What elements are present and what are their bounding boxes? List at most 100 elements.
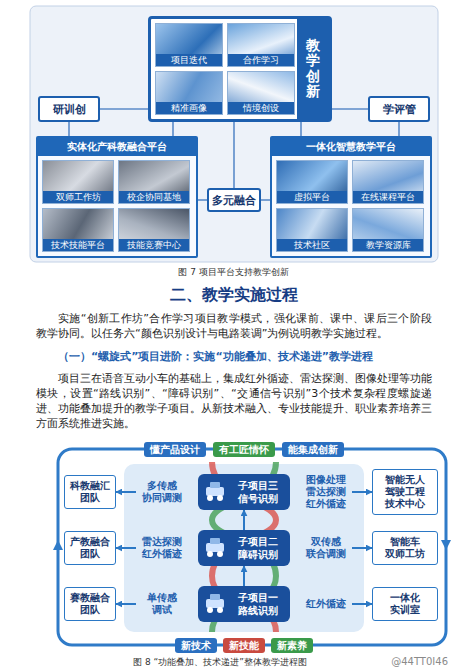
node-text: 图像处理 雷达探测 红外循迹 bbox=[302, 474, 350, 510]
node-text: 教学资源库 bbox=[353, 239, 423, 251]
connector bbox=[261, 199, 270, 201]
photo-panel: 校企协同基地 bbox=[118, 160, 190, 204]
feature-box: 双传感 联合调测 bbox=[300, 534, 352, 562]
node-text: 新技术 bbox=[181, 639, 211, 652]
node-text: 子项目三 bbox=[238, 479, 278, 492]
photo-panel: 在线课程平台 bbox=[352, 160, 424, 204]
node-text: 虚拟平台 bbox=[277, 191, 347, 203]
base-box: 智能车 双师工坊 bbox=[372, 531, 438, 565]
tag-box: 懂产品设计 bbox=[144, 442, 206, 457]
node-text: 路线识别 bbox=[238, 604, 278, 617]
feature-box: 红外循迹 bbox=[300, 596, 352, 612]
connector bbox=[116, 547, 136, 549]
tag-box: 有工匠情怀 bbox=[213, 442, 275, 457]
node-text: 子项目二 bbox=[238, 535, 278, 548]
node-text: 双传感 联合调测 bbox=[302, 536, 350, 560]
base-box: 一体化 实训室 bbox=[372, 587, 438, 621]
tag-box: 新素养 bbox=[271, 638, 313, 653]
connector bbox=[116, 491, 136, 493]
connector bbox=[68, 122, 70, 136]
tag-box: 新技术 bbox=[175, 638, 217, 653]
node-text: 情境创设 bbox=[228, 102, 294, 114]
feature-box: 多传感 协同调测 bbox=[136, 478, 188, 506]
frame-arrow bbox=[53, 540, 63, 550]
node-text: 雷达探测 红外循迹 bbox=[138, 536, 186, 560]
node-text: 智能车 双师工坊 bbox=[376, 536, 434, 560]
stage-ground bbox=[124, 464, 364, 632]
figure-caption: 图 8 “功能叠加、技术递进”整体教学进程图 bbox=[100, 656, 340, 668]
connector bbox=[172, 122, 174, 136]
subproject-box: 子项目二障碍识别 bbox=[198, 530, 290, 566]
photo-panel: 情境创设 bbox=[227, 71, 295, 115]
figure-caption: 图 7 项目平台支持教学创新 bbox=[0, 266, 467, 278]
team-box: 赛教融合 团队 bbox=[64, 587, 116, 621]
photo-panel: 合作学习 bbox=[227, 23, 295, 67]
connector bbox=[243, 510, 245, 530]
hub-box: 教学创新 项目迭代合作学习精准画像情境创设 bbox=[148, 16, 332, 122]
frame-arrow bbox=[441, 540, 451, 550]
photo-panel: 双师工作坊 bbox=[42, 160, 114, 204]
photo-panel: 精准画像 bbox=[155, 71, 223, 115]
photo-panel: 虚拟平台 bbox=[276, 160, 348, 204]
node-text: 科教融汇 团队 bbox=[68, 480, 112, 504]
connector bbox=[352, 603, 372, 605]
node-text: 学评管 bbox=[383, 102, 416, 117]
platform-title: 实体化产科教融合平台 bbox=[38, 138, 196, 156]
connector bbox=[398, 122, 400, 136]
node-text: 精准画像 bbox=[156, 102, 222, 114]
feature-box: 单传感 调试 bbox=[136, 590, 188, 618]
connector bbox=[332, 108, 368, 110]
node-text: 合作学习 bbox=[228, 54, 294, 66]
paragraph: 实施“创新工作坊”合作学习项目教学模式，强化课前、课中、课后三个阶段教学协同。以… bbox=[36, 311, 432, 341]
node-text: 一体化 实训室 bbox=[376, 592, 434, 616]
connector bbox=[243, 566, 245, 586]
connector bbox=[352, 491, 372, 493]
team-box: 产教融合 团队 bbox=[64, 531, 116, 565]
node-text: 在线课程平台 bbox=[353, 191, 423, 203]
cycle-frame bbox=[58, 449, 446, 645]
watermark: @44TT0I46 bbox=[338, 656, 448, 668]
feature-box: 雷达探测 红外循迹 bbox=[136, 534, 188, 562]
node-text: 赛教融合 团队 bbox=[68, 592, 112, 616]
subproject-box: 子项目一路线识别 bbox=[198, 586, 290, 622]
tag-box: 新技能 bbox=[223, 638, 265, 653]
node-text: 障碍识别 bbox=[238, 548, 278, 561]
side-box: 学评管 bbox=[368, 96, 430, 122]
node-text: 教学创新 bbox=[306, 38, 320, 100]
node-text: 项目迭代 bbox=[156, 54, 222, 66]
photo-panel: 技能竞赛中心 bbox=[118, 208, 190, 252]
page-title: 二、教学实施过程 bbox=[0, 285, 467, 305]
node-text: 研训创 bbox=[53, 102, 86, 117]
node-text: 多传感 协同调测 bbox=[138, 480, 186, 504]
node-text: 单传感 调试 bbox=[138, 592, 186, 616]
base-box: 智能无人 驾驶工程 技术中心 bbox=[372, 469, 438, 515]
connector bbox=[233, 122, 235, 188]
feature-box: 图像处理 雷达探测 红外循迹 bbox=[300, 472, 352, 512]
node-text: 产教融合 团队 bbox=[68, 536, 112, 560]
platform-box: 实体化产科教融合平台双师工作坊校企协同基地技术技能平台技能竞赛中心 bbox=[36, 136, 198, 258]
photo-panel: 技术技能平台 bbox=[42, 208, 114, 252]
tag-box: 能集成创新 bbox=[282, 442, 344, 457]
node-text: 红外循迹 bbox=[306, 598, 346, 610]
node-text: 新技能 bbox=[229, 639, 259, 652]
connector bbox=[352, 547, 372, 549]
platform-title: 一体化智慧教学平台 bbox=[272, 138, 430, 156]
connector bbox=[198, 199, 207, 201]
node-text: 信号识别 bbox=[238, 492, 278, 505]
connector bbox=[100, 108, 148, 110]
node-text: 技能竞赛中心 bbox=[119, 239, 189, 251]
node-text: 双师工作坊 bbox=[43, 191, 113, 203]
node-text: 技术社区 bbox=[277, 239, 347, 251]
section-heading: （一）“螺旋式”项目进阶：实施“功能叠加、技术递进”教学进程 bbox=[36, 349, 432, 364]
side-box: 研训创 bbox=[38, 96, 100, 122]
node-text: 多元融合 bbox=[212, 193, 256, 208]
photo-panel: 技术社区 bbox=[276, 208, 348, 252]
node-text: 智能无人 驾驶工程 技术中心 bbox=[376, 474, 434, 510]
node-text: 校企协同基地 bbox=[119, 191, 189, 203]
paragraph: 项目三在语音互动小车的基础上，集成红外循迹、雷达探测、图像处理等功能模块，设置“… bbox=[36, 371, 432, 431]
node-text: 懂产品设计 bbox=[150, 443, 200, 456]
node-text: 新素养 bbox=[277, 639, 307, 652]
node-text: 能集成创新 bbox=[288, 443, 338, 456]
